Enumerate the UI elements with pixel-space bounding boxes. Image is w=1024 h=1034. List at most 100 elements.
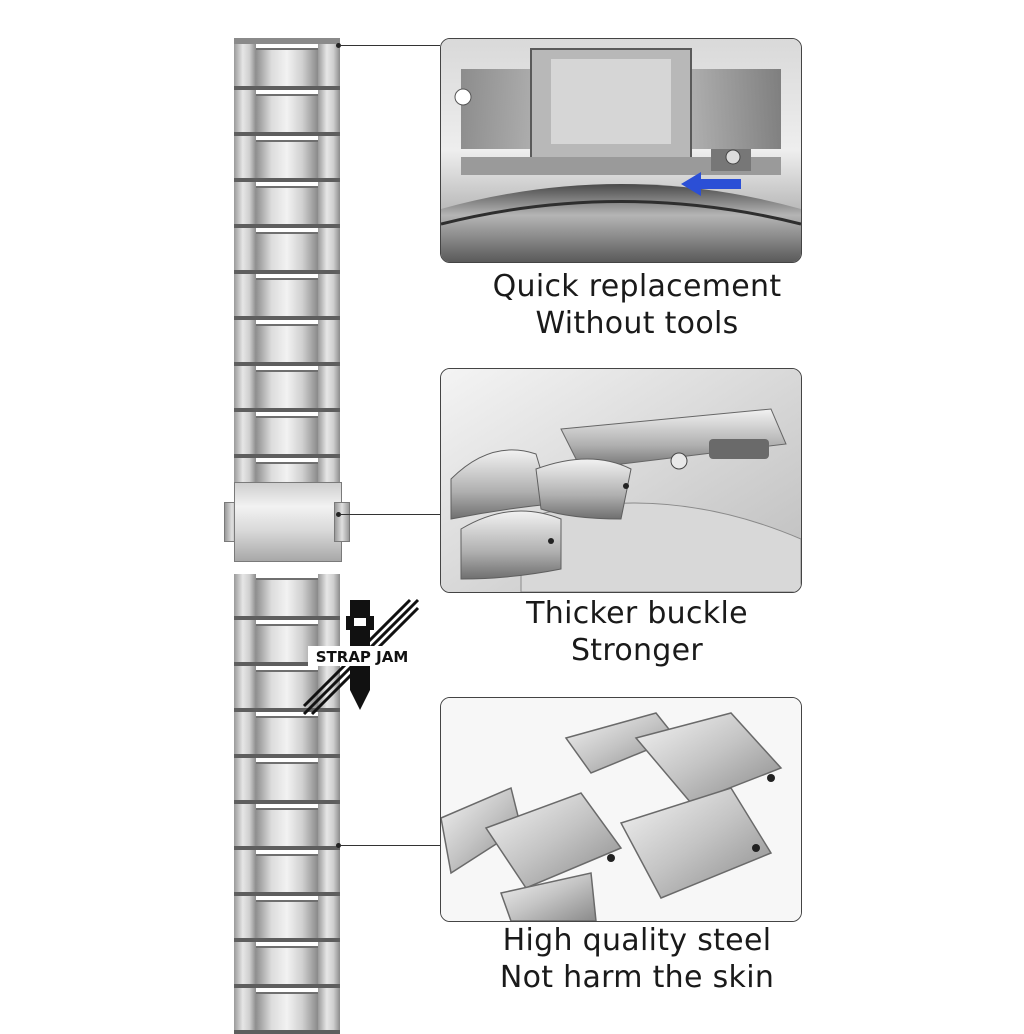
strap-link (234, 758, 340, 802)
strap-center-link (256, 946, 318, 986)
feature-caption-1: Quick replacement Without tools (440, 268, 834, 342)
strap-center-link (256, 808, 318, 848)
strap-link-gap (234, 754, 340, 758)
strap-center-link (256, 900, 318, 940)
feature-caption-3: High quality steel Not harm the skin (440, 922, 834, 996)
strap-link (234, 412, 340, 456)
strap-link-gap (234, 270, 340, 274)
feature-1-line-2: Without tools (535, 306, 739, 341)
strap-link (234, 320, 340, 364)
strap-center-link (256, 48, 318, 88)
strap-outer-link (318, 804, 340, 846)
strap-center-link (256, 278, 318, 318)
strap-center-link (256, 578, 318, 618)
leader-dot-1 (336, 43, 341, 48)
strap-link-gap (234, 1030, 340, 1034)
buckle-image (440, 368, 802, 593)
strap-outer-link (318, 274, 340, 316)
strap-link-gap (234, 892, 340, 896)
strap-link-gap (234, 662, 340, 666)
strap-outer-link (234, 574, 256, 616)
steel-links-image (440, 697, 802, 922)
strap-link (234, 366, 340, 410)
strap-link (234, 712, 340, 756)
leader-dot-2 (336, 512, 341, 517)
quick-release-image (440, 38, 802, 263)
strap-outer-link (234, 666, 256, 708)
strap-center-link (256, 140, 318, 180)
strap-link-gap (234, 224, 340, 228)
strap-center-link (256, 762, 318, 802)
strap-outer-link (234, 44, 256, 86)
strap-outer-link (318, 758, 340, 800)
strap-link (234, 44, 340, 88)
strap-link-gap (234, 454, 340, 458)
strap-link (234, 274, 340, 318)
strap-link-gap (234, 846, 340, 850)
strap-link-gap (234, 86, 340, 90)
strap-link-gap (234, 362, 340, 366)
strap-outer-link (234, 620, 256, 662)
strap-link-gap (234, 800, 340, 804)
strap-link-gap (234, 984, 340, 988)
strap-center-link (256, 416, 318, 456)
logo-text: STRAP JAM (316, 648, 409, 666)
strap-link (234, 228, 340, 272)
strap-center-link (256, 370, 318, 410)
strap-center-link (256, 324, 318, 364)
leader-dot-3 (336, 843, 341, 848)
strap-link-gap (234, 178, 340, 182)
strap-link-gap (234, 938, 340, 942)
strap-outer-link (234, 850, 256, 892)
feature-3-line-2: Not harm the skin (499, 960, 775, 995)
strap-outer-link (234, 758, 256, 800)
strap-outer-link (234, 942, 256, 984)
strap-outer-link (234, 274, 256, 316)
feature-caption-2: Thicker buckle Stronger (440, 595, 834, 669)
strap-link (234, 942, 340, 986)
strap-outer-link (234, 228, 256, 270)
strap-link-gap (234, 132, 340, 136)
strap-outer-link (318, 896, 340, 938)
strap-outer-link (318, 182, 340, 224)
strap-outer-link (318, 712, 340, 754)
strap-outer-link (318, 136, 340, 178)
strap-outer-link (318, 90, 340, 132)
strap-outer-link (234, 366, 256, 408)
strap-outer-link (234, 804, 256, 846)
strap-outer-link (318, 988, 340, 1030)
strap-link-gap (234, 408, 340, 412)
strap-link (234, 850, 340, 894)
strap-outer-link (318, 44, 340, 86)
strap-center-link (256, 94, 318, 134)
strap-outer-link (318, 942, 340, 984)
strap-outer-link (318, 320, 340, 362)
strap-outer-link (234, 90, 256, 132)
strap-outer-link (318, 228, 340, 270)
strap-link (234, 182, 340, 226)
strap-center-link (256, 186, 318, 226)
strap-link (234, 574, 340, 618)
strap-outer-link (234, 182, 256, 224)
strap-jam-logo: STRAP JAM (302, 598, 420, 716)
strap-outer-link (234, 320, 256, 362)
feature-1-line-1: Quick replacement (492, 269, 782, 304)
strap-top-edge (234, 38, 340, 44)
strap-outer-link (234, 412, 256, 454)
strap-link-gap (234, 316, 340, 320)
leader-line-1 (340, 45, 440, 46)
strap-center-link (256, 854, 318, 894)
leader-line-3 (340, 845, 440, 846)
buckle-release-tab-right (334, 502, 350, 542)
strap-outer-link (318, 574, 340, 616)
strap-outer-link (234, 988, 256, 1030)
strap-link (234, 896, 340, 940)
strap-link-gap (234, 616, 340, 620)
feature-2-line-1: Thicker buckle (526, 596, 748, 631)
feature-2-line-2: Stronger (570, 633, 704, 668)
strap-outer-link (234, 712, 256, 754)
strap-center-link (256, 716, 318, 756)
leader-line-2 (340, 514, 440, 515)
strap-buckle (224, 474, 350, 568)
feature-3-line-1: High quality steel (502, 923, 772, 958)
